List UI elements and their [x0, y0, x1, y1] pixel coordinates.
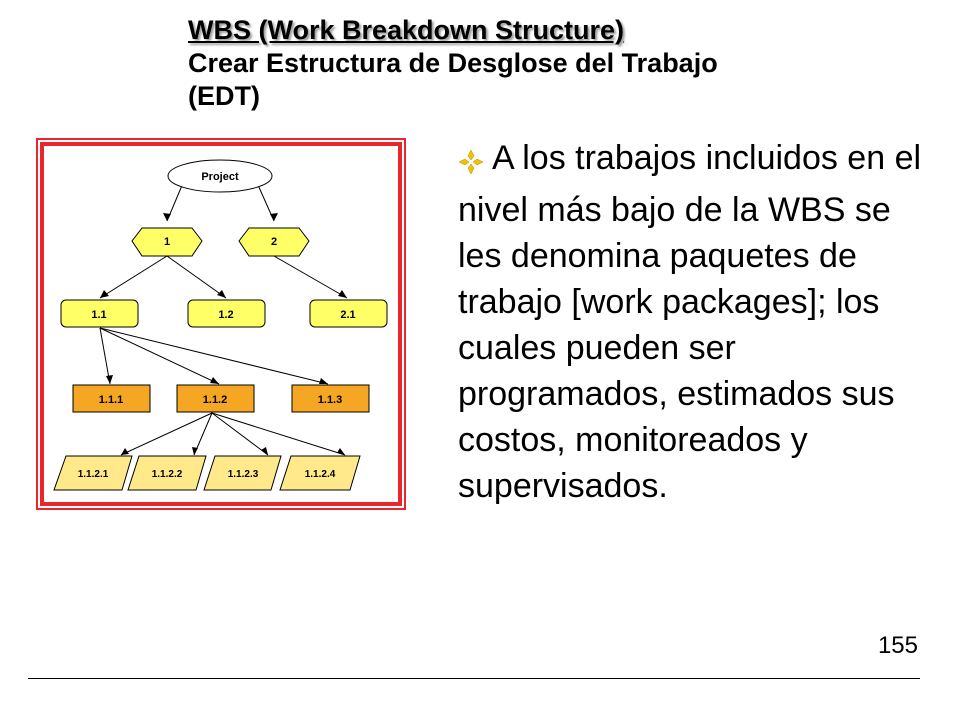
slide-title: WBS (Work Breakdown Structure) Crear Est…: [188, 14, 928, 113]
node-1-1-1: 1.1.1: [72, 384, 151, 413]
svg-text:1.1.2.1: 1.1.2.1: [78, 469, 109, 480]
node-2-1: 2.1: [309, 299, 388, 328]
svg-text:1.1.3: 1.1.3: [318, 394, 342, 406]
bullet-text: A los trabajos incluidos en el nivel más…: [458, 139, 922, 505]
svg-text:1.1.2: 1.1.2: [203, 394, 227, 406]
node-1-1-2: 1.1.2: [176, 384, 255, 413]
bullet-paragraph: A los trabajos incluidos en el nivel más…: [458, 135, 928, 509]
connector-lines: [99, 175, 348, 456]
svg-text:1.1.2.2: 1.1.2.2: [152, 469, 183, 480]
svg-text:1.1.2.4: 1.1.2.4: [305, 469, 336, 480]
node-1: 1: [131, 227, 203, 257]
four-diamond-star-icon: [458, 141, 492, 187]
node-2: 2: [238, 227, 310, 257]
svg-text:1.1.2.3: 1.1.2.3: [228, 469, 259, 480]
title-line-1: WBS (Work Breakdown Structure): [188, 15, 625, 45]
node-1-1-2-3: 1.1.2.3: [203, 455, 282, 491]
connector-arrowheads: [100, 213, 347, 455]
svg-text:2: 2: [271, 236, 277, 248]
node-1-1-2-2: 1.1.2.2: [127, 455, 207, 491]
wbs-diagram: Project 1 2 1.1 1.2 2.1 1.1.1 1.1.2 1.1.…: [36, 138, 406, 510]
node-1-1-2-1: 1.1.2.1: [53, 455, 133, 491]
node-project: Project: [167, 159, 273, 193]
svg-text:2.1: 2.1: [340, 309, 355, 321]
svg-text:Project: Project: [201, 171, 239, 183]
page-number: 155: [877, 632, 918, 659]
svg-text:1.1.1: 1.1.1: [99, 394, 123, 406]
node-1-1-2-4: 1.1.2.4: [279, 455, 361, 491]
svg-text:1.1: 1.1: [91, 309, 106, 321]
footer-divider: [28, 678, 920, 679]
node-1-1-3: 1.1.3: [291, 384, 370, 413]
svg-text:1.2: 1.2: [218, 309, 233, 321]
node-1-2: 1.2: [187, 299, 266, 328]
title-line-3: (EDT): [188, 81, 260, 111]
title-line-2: Crear Estructura de Desglose del Trabajo: [188, 48, 718, 78]
svg-text:1: 1: [164, 236, 170, 248]
node-1-1: 1.1: [60, 299, 139, 328]
